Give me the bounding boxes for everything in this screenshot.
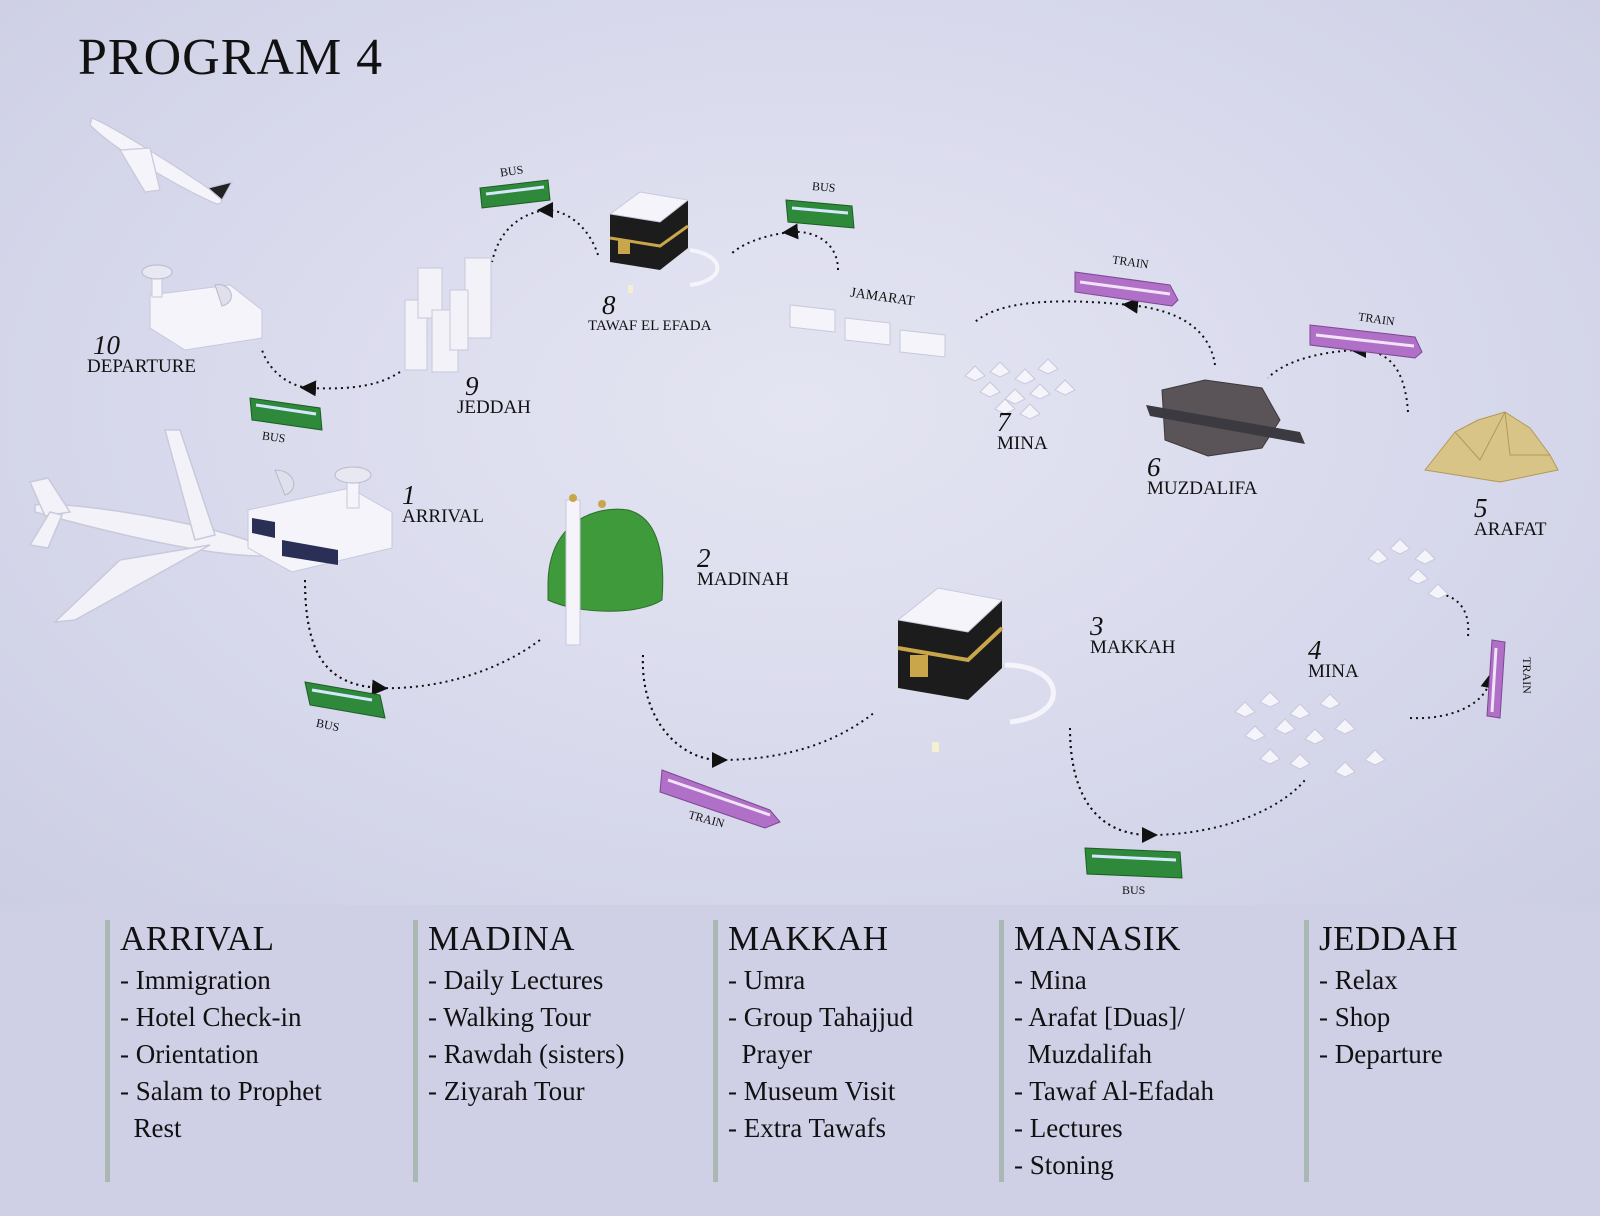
departure-terminal-icon [141,264,263,351]
bus-jeddah-icon [479,179,551,209]
list-item: - Stoning [1014,1150,1114,1180]
list-item: - Tawaf Al-Efadah [1014,1076,1215,1106]
route-map [28,117,1559,879]
makkah-kaaba-icon [896,587,1056,752]
bus-label-jamarat: BUS [811,179,836,195]
jamarat-walls-icon [789,304,946,358]
column-heading: MADINA [428,919,575,958]
bus-label-makkah: BUS [1122,883,1146,897]
arrival-terminal-icon [247,466,393,573]
departure-plane-icon [89,117,234,205]
column-heading: JEDDAH [1319,919,1459,958]
route-tawaf-jeddah-tail [491,209,546,263]
route-arafat-muzdalifa-tail [1267,349,1359,379]
list-item: - Hotel Check-in [120,1002,302,1032]
route-arafat-train [1444,594,1470,637]
list-item: - Group Tahajjud [728,1002,914,1032]
train-muzdalifa-icon [1309,324,1423,359]
column-jeddah: JEDDAH - Relax - Shop - Departure [1304,920,1579,1182]
list-item: - Rawdah (sisters) [428,1039,625,1069]
bus-makkah-icon [1084,847,1183,879]
route-muzdalifa-mina [1122,297,1216,366]
list-item: - Mina [1014,965,1087,995]
list-item: - Departure [1319,1039,1443,1069]
list-item: - Extra Tawafs [728,1113,887,1143]
route-makkah-mina [1069,727,1306,837]
route-muzdalifa-mina-tail [974,300,1131,323]
list-item: Muzdalifah [1014,1039,1152,1069]
list-item: Prayer [728,1039,812,1069]
arrival-plane-icon [28,429,267,623]
list-item: - Orientation [120,1039,259,1069]
column-heading: MANASIK [1014,919,1181,958]
list-item: - Umra [728,965,806,995]
list-item: - Lectures [1014,1113,1123,1143]
route-jamarat-tawaf-tail [729,231,791,256]
bus-arrival-icon [304,681,386,719]
list-item: - Daily Lectures [428,965,604,995]
route-madinah-makkah-head [641,654,728,768]
route-tawaf-jeddah [537,202,599,256]
madinah-dome-icon [547,494,664,646]
column-heading: ARRIVAL [120,919,275,958]
route-arrival-madinah-head [304,579,388,696]
list-item: - Ziyarah Tour [428,1076,585,1106]
jeddah-towers-icon [404,257,492,373]
list-item: - Arafat [Duas]/ [1014,1002,1185,1032]
list-item: - Immigration [120,965,271,995]
train-mina-icon [1074,271,1179,307]
route-madinah-makkah [641,654,876,762]
train-label-arafat: TRAIN [1519,657,1534,694]
muzdalifa-terrain-icon [1146,379,1305,457]
list-item: - Salam to Prophet [120,1076,322,1106]
route-mina-arafat [1409,672,1497,720]
column-arrival: ARRIVAL - Immigration - Hotel Check-in -… [105,920,390,1182]
train-madinah-icon [659,769,781,829]
route-jeddah-departure [300,371,401,397]
list-item: - Relax [1319,965,1398,995]
route-scene [0,0,1600,905]
column-manasik: MANASIK - Mina - Arafat [Duas]/ Muzdalif… [999,920,1284,1182]
column-makkah: MAKKAH - Umra - Group Tahajjud Prayer - … [713,920,978,1182]
route-jamarat-tawaf [782,223,839,271]
list-item: - Walking Tour [428,1002,591,1032]
list-item: - Shop [1319,1002,1391,1032]
route-arafat-muzdalifa [1350,342,1409,413]
route-jeddah-departure-tail [261,349,309,389]
column-madina: MADINA - Daily Lectures - Walking Tour -… [413,920,688,1182]
arafat-mountain-icon [1424,411,1559,483]
bus-label-jeddah: BUS [499,162,525,180]
list-item: - Museum Visit [728,1076,896,1106]
route-arrival-madinah [304,579,541,690]
train-arafat-icon [1486,639,1506,719]
column-heading: MAKKAH [728,919,889,958]
bus-departure-icon [249,397,323,431]
bus-jamarat-icon [785,199,855,229]
page-title: PROGRAM 4 [78,29,384,86]
list-item: Rest [120,1113,182,1143]
route-makkah-mina-head [1069,727,1158,843]
bus-label-departure: BUS [261,428,287,446]
tawaf-kaaba-icon [608,191,720,293]
